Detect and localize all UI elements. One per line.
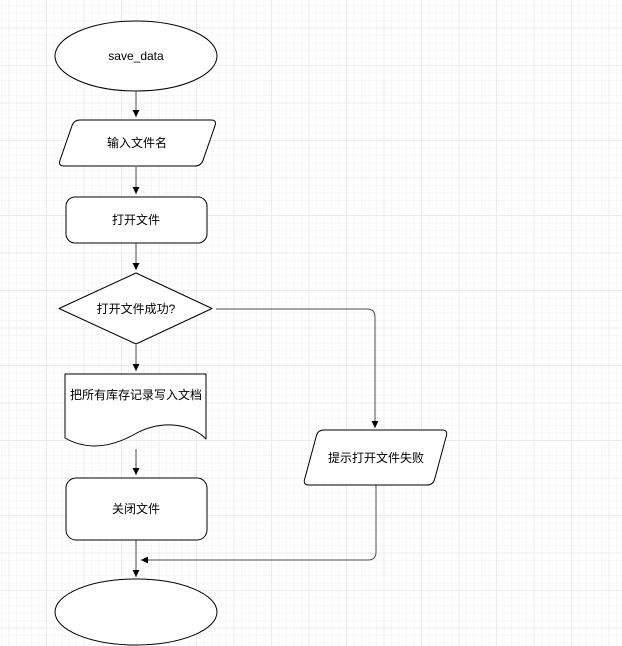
node-input-filename[interactable]: 输入文件名 [59,119,216,167]
decision-diamond-shape [58,272,213,345]
prompt-parallelogram-shape [303,429,448,486]
start-ellipse-shape [54,20,218,92]
end-ellipse-shape [54,578,218,646]
close-file-rect-shape [65,477,208,541]
node-prompt-open-fail-label: 提示打开文件失败 [328,450,424,465]
node-open-file-success-label: 打开文件成功? [97,301,176,316]
node-write-records-label: 把所有库存记录写入文档 [70,387,202,402]
node-input-filename-label: 输入文件名 [107,135,167,150]
node-start-label: save_data [108,49,164,63]
node-end[interactable] [54,578,218,646]
edge-decision-to-prompt[interactable] [216,308,379,428]
document-shape [64,373,207,447]
node-write-records[interactable]: 把所有库存记录写入文档 [64,373,207,447]
node-open-file-success[interactable]: 打开文件成功? [58,272,213,345]
node-close-file-label: 关闭文件 [112,501,160,516]
node-open-file-label: 打开文件 [112,212,160,227]
node-start[interactable]: save_data [54,20,218,92]
input-parallelogram-shape [59,119,216,167]
node-close-file[interactable]: 关闭文件 [65,477,208,541]
node-prompt-open-fail[interactable]: 提示打开文件失败 [303,429,448,486]
edge-prompt-to-merge[interactable] [141,485,377,564]
node-open-file[interactable]: 打开文件 [65,196,208,244]
open-file-rect-shape [65,196,208,244]
